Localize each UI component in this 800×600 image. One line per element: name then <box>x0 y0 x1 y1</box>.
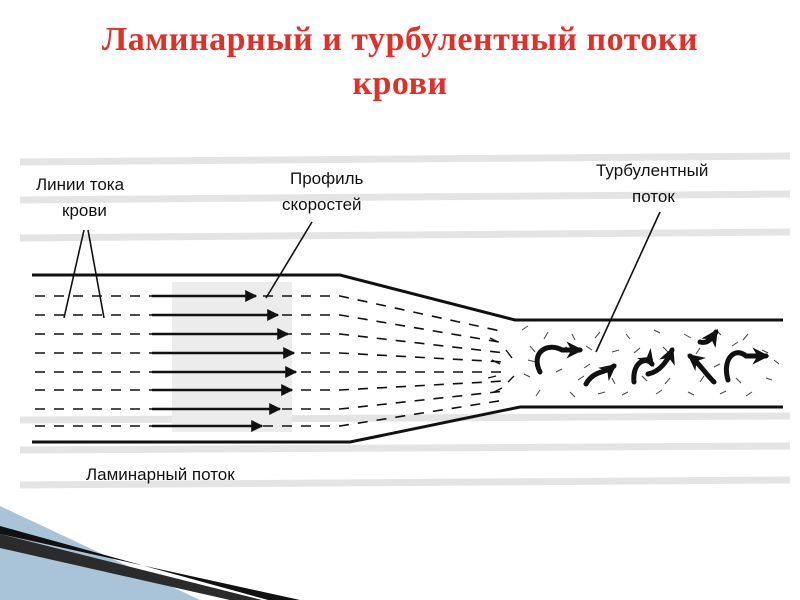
leader-turbulent <box>595 211 661 353</box>
streamlines <box>35 295 506 427</box>
turbulent-texture <box>521 325 780 398</box>
turbulent-arrows <box>534 329 770 387</box>
label-velocity-1: Профиль <box>290 169 364 188</box>
label-turbulent-2: поток <box>632 187 675 206</box>
slide-title: Ламинарный и турбулентный потоки крови <box>0 18 800 106</box>
label-streamlines-2: крови <box>62 201 107 220</box>
velocity-profile-arrows <box>152 290 298 432</box>
flow-diagram: Линии тока крови Профиль скоростей Турбу… <box>19 152 791 489</box>
label-laminar: Ламинарный поток <box>86 465 235 484</box>
scan-ghost-texture <box>19 152 791 489</box>
label-turbulent-1: Турбулентный <box>596 161 708 180</box>
title-line-1: Ламинарный и турбулентный потоки <box>101 21 699 58</box>
vessel-walls <box>32 273 783 444</box>
leader-streamlines-b <box>87 229 105 319</box>
leader-velocity <box>265 221 313 299</box>
vessel-wall-bottom <box>32 405 783 444</box>
corner-mid-wedge <box>0 534 262 600</box>
vessel-wall-top <box>32 273 783 322</box>
corner-decoration <box>0 506 300 600</box>
leader-streamlines-a <box>63 229 85 319</box>
label-streamlines-1: Линии тока <box>36 175 125 194</box>
label-velocity-2: скоростей <box>282 195 362 214</box>
title-line-2: крови <box>352 65 448 102</box>
leader-lines <box>63 211 661 353</box>
constriction-dashes <box>487 337 515 393</box>
